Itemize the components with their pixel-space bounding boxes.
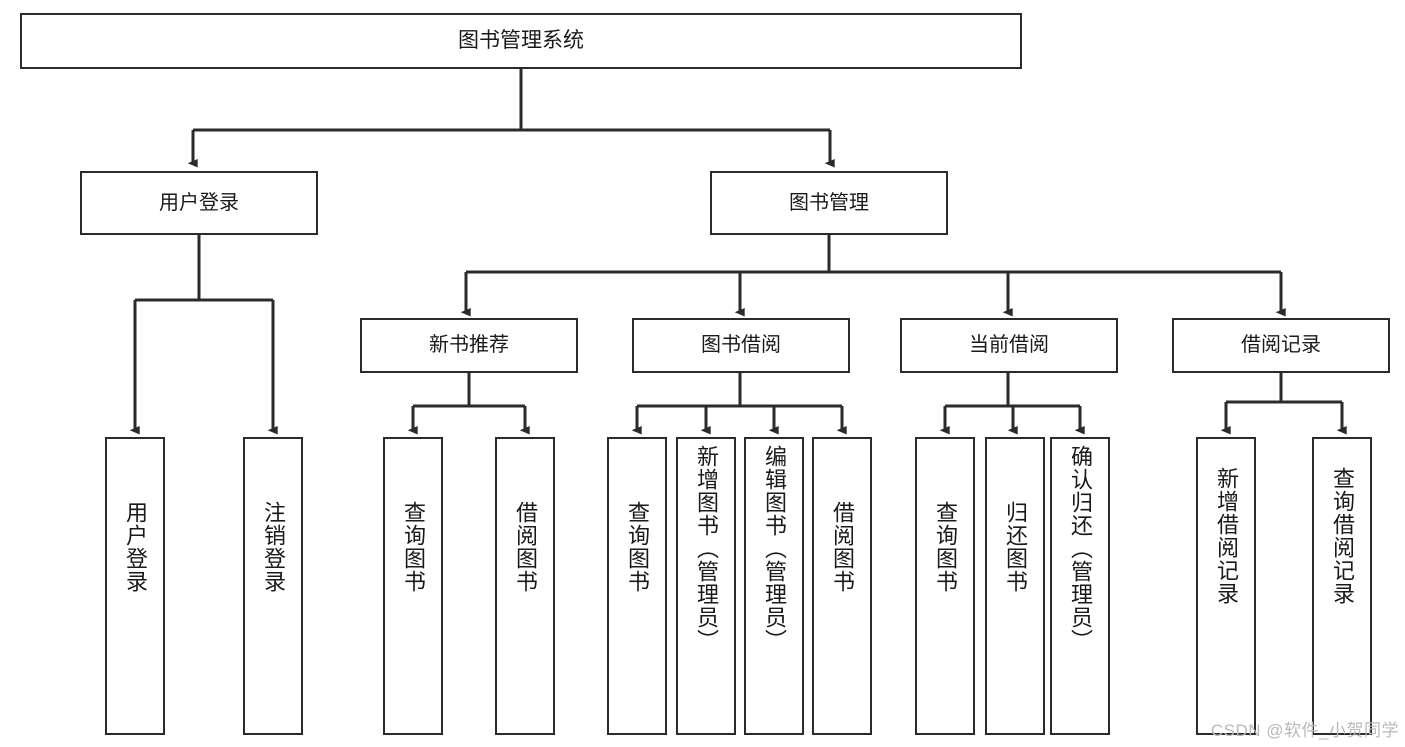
leaf-book-borrow-3[interactable]: 编辑图书（管理员） (744, 437, 804, 735)
leaf-current-borrow-2[interactable]: 归还图书 (985, 437, 1045, 735)
leaf-borrow-record-1[interactable]: 新增借阅记录 (1196, 437, 1256, 735)
node-borrow-record[interactable]: 借阅记录 (1172, 318, 1390, 373)
leaf-book-borrow-2-label: 新增图书（管理员） (694, 445, 719, 652)
node-root[interactable]: 图书管理系统 (20, 13, 1022, 69)
node-user-login-label: 用户登录 (159, 191, 239, 214)
leaf-new-book-recommend-1[interactable]: 查询图书 (383, 437, 443, 735)
node-root-label: 图书管理系统 (458, 28, 584, 52)
node-borrow-record-label: 借阅记录 (1241, 334, 1321, 356)
node-user-login[interactable]: 用户登录 (80, 171, 318, 235)
leaf-current-borrow-2-label: 归还图书 (1003, 501, 1028, 593)
leaf-new-book-recommend-2-label: 借阅图书 (513, 501, 538, 593)
leaf-borrow-record-2[interactable]: 查询借阅记录 (1312, 437, 1372, 735)
leaf-user-login-2-label: 注销登录 (261, 501, 286, 593)
leaf-current-borrow-1[interactable]: 查询图书 (915, 437, 975, 735)
leaf-current-borrow-3-label: 确认归还（管理员） (1068, 445, 1093, 652)
leaf-current-borrow-3[interactable]: 确认归还（管理员） (1050, 437, 1110, 735)
leaf-book-borrow-1-label: 查询图书 (625, 501, 650, 593)
node-new-book-recommend[interactable]: 新书推荐 (360, 318, 578, 373)
node-book-borrow[interactable]: 图书借阅 (632, 318, 850, 373)
leaf-book-borrow-3-label: 编辑图书（管理员） (762, 445, 787, 652)
leaf-book-borrow-4-label: 借阅图书 (830, 501, 855, 593)
leaf-new-book-recommend-1-label: 查询图书 (401, 501, 426, 593)
node-book-borrow-label: 图书借阅 (701, 334, 781, 356)
node-book-manage-label: 图书管理 (789, 191, 869, 214)
node-book-manage[interactable]: 图书管理 (710, 171, 948, 235)
node-current-borrow-label: 当前借阅 (969, 334, 1049, 356)
leaf-user-login-1-label: 用户登录 (123, 501, 148, 593)
leaf-book-borrow-1[interactable]: 查询图书 (607, 437, 667, 735)
leaf-user-login-1[interactable]: 用户登录 (105, 437, 165, 735)
leaf-current-borrow-1-label: 查询图书 (933, 501, 958, 593)
node-new-book-recommend-label: 新书推荐 (429, 334, 509, 356)
leaf-user-login-2[interactable]: 注销登录 (243, 437, 303, 735)
leaf-book-borrow-4[interactable]: 借阅图书 (812, 437, 872, 735)
leaf-book-borrow-2[interactable]: 新增图书（管理员） (676, 437, 736, 735)
node-current-borrow[interactable]: 当前借阅 (900, 318, 1118, 373)
watermark-text: CSDN @软件_小贺同学 (1210, 721, 1399, 740)
leaf-borrow-record-2-label: 查询借阅记录 (1330, 467, 1355, 605)
leaf-new-book-recommend-2[interactable]: 借阅图书 (495, 437, 555, 735)
leaf-borrow-record-1-label: 新增借阅记录 (1214, 467, 1239, 605)
